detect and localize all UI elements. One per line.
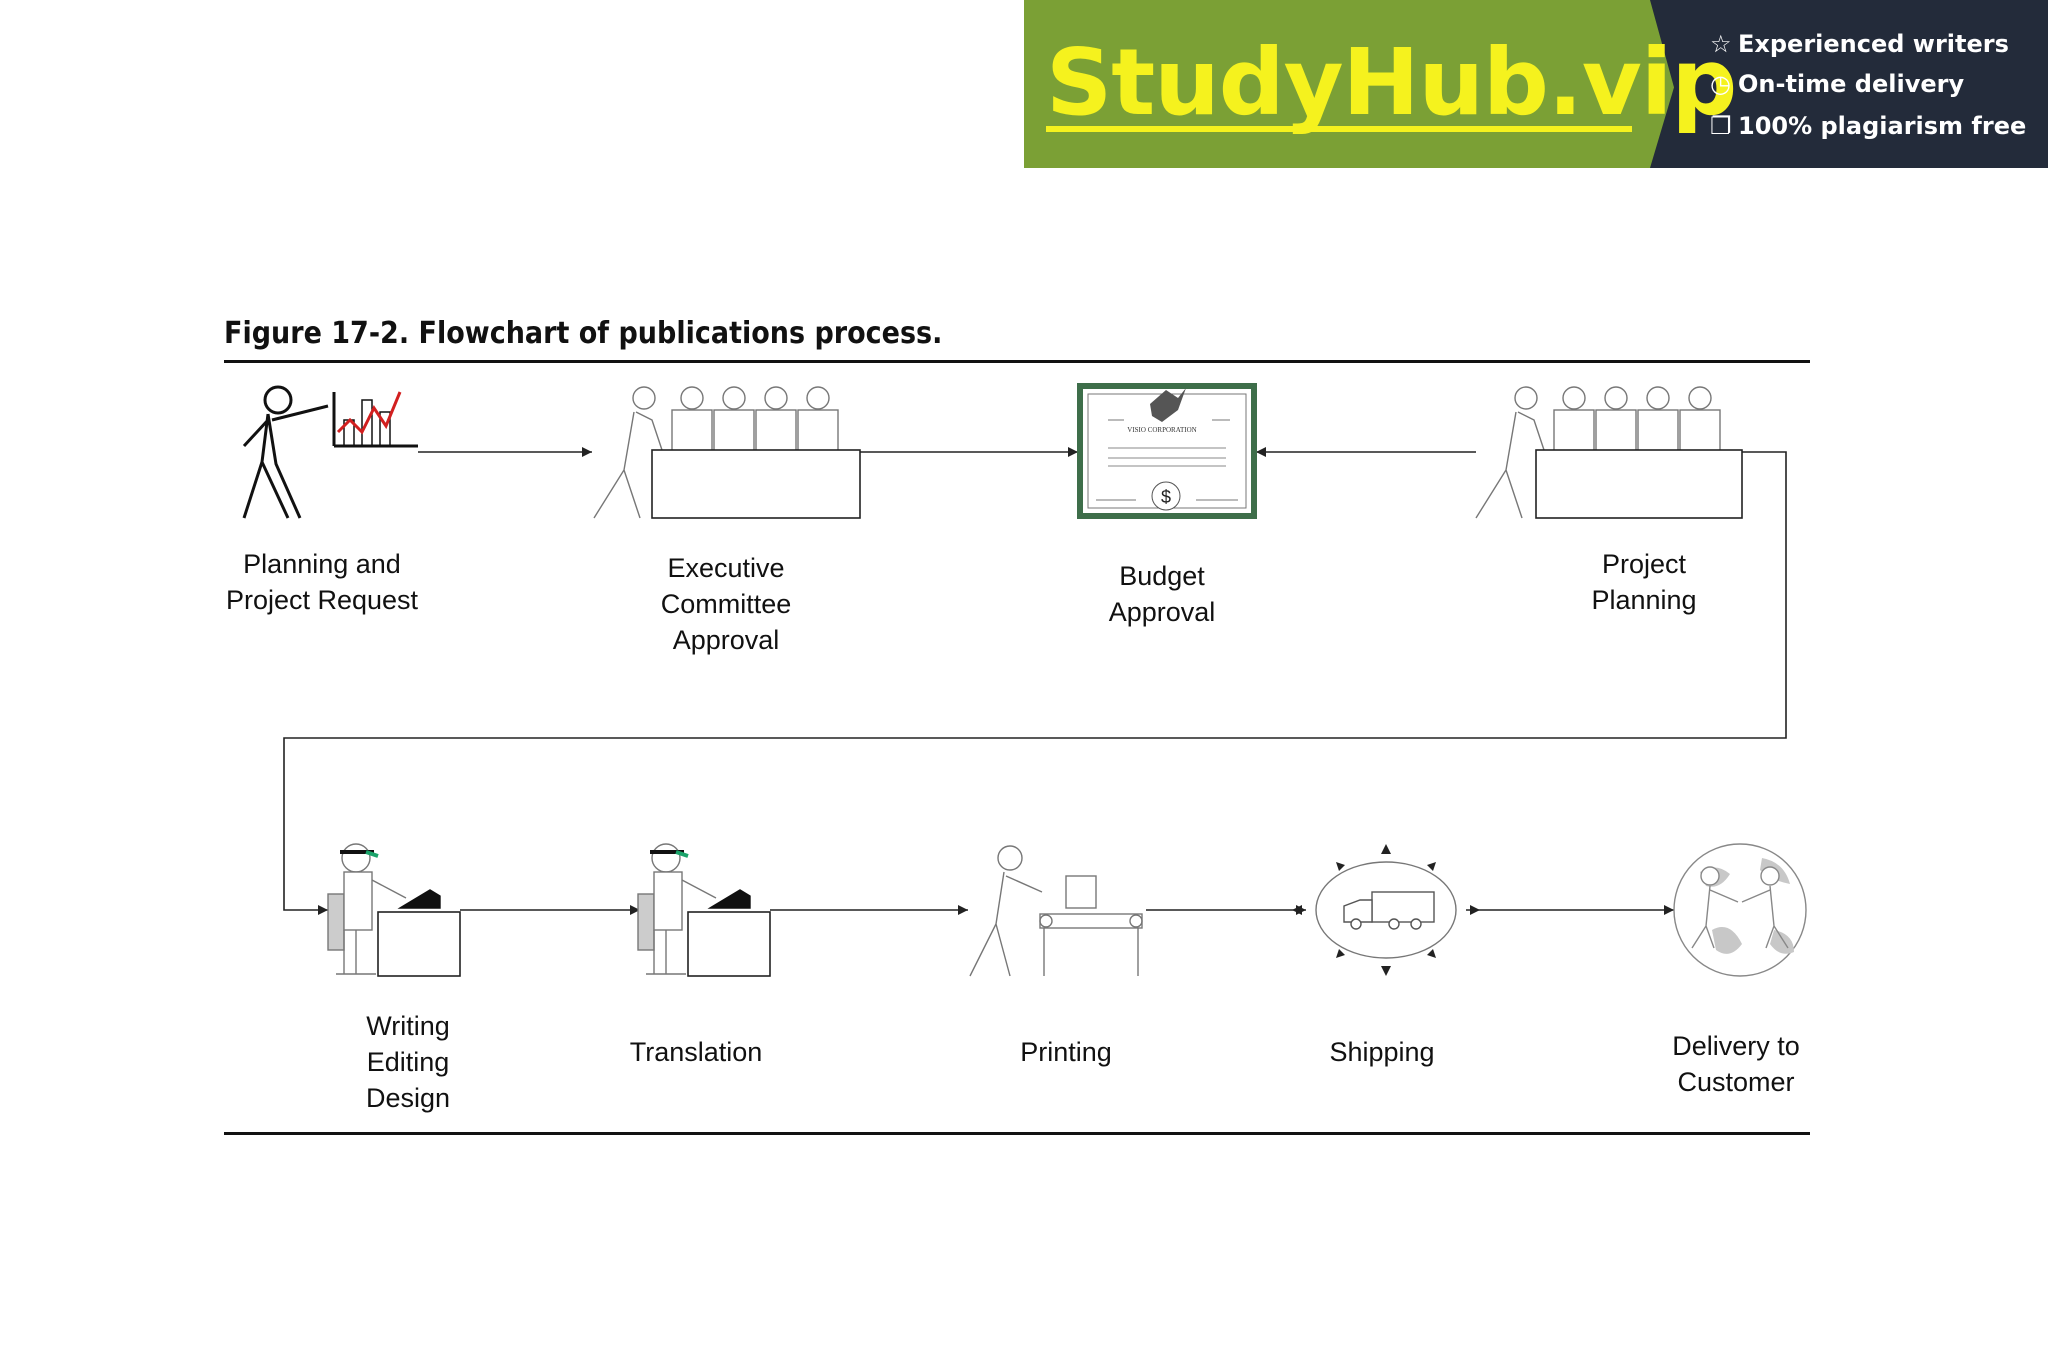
certificate-company-text: VISIO CORPORATION [1127,426,1196,434]
label-line: Committee [660,589,792,619]
label-line: Budget [1119,561,1205,591]
top-rule [224,360,1810,363]
globe-handshake-icon [1673,843,1807,977]
writer-desk-icon [327,843,461,977]
figure-caption: Figure 17-2. Flowchart of publications p… [224,316,943,351]
label-line: Editing [366,1047,450,1077]
label-line: Printing [1020,1037,1112,1067]
connectors [283,447,1787,915]
label-line: Planning [1591,585,1697,615]
step-label-planning-request: Planning and Project Request [212,546,432,618]
feature-text: Experienced writers [1738,30,2009,58]
feature-experienced-writers: ☆Experienced writers [1710,26,2009,62]
label-line: Shipping [1329,1037,1435,1067]
step-label-delivery: Delivery to Customer [1636,1028,1836,1100]
feature-text: 100% plagiarism free [1738,112,2027,140]
certificate-symbol: $ [1161,487,1171,507]
connector-project-to-writing [283,451,1787,915]
certificate-icon: VISIO CORPORATION $ [1077,383,1257,519]
presenter-chart-icon [242,385,418,519]
label-line: Writing [366,1011,450,1041]
truck-globe-icon [1292,844,1480,976]
committee-table-icon [593,386,861,519]
step-label-printing: Printing [976,1034,1156,1070]
label-line: Planning and [243,549,401,579]
label-line: Project [1601,549,1687,579]
brand-logo-text[interactable]: StudyHub.vip [1046,29,1737,136]
step-label-writing-editing-design: Writing Editing Design [328,1008,488,1116]
document-check-icon: ❐ [1710,112,1732,140]
label-line: Approval [1108,597,1216,627]
clock-icon: ◷ [1710,70,1731,98]
label-line: Executive [667,553,785,583]
star-icon: ☆ [1710,30,1732,58]
feature-plagiarism-free: ❐100% plagiarism free [1710,108,2026,144]
feature-on-time-delivery: ◷On-time delivery [1710,66,1964,102]
label-line: Project Request [225,585,419,615]
brand-underline [1046,126,1632,132]
label-line: Approval [672,625,780,655]
committee-table-icon [1475,386,1743,519]
step-label-project-planning: Project Planning [1544,546,1744,618]
writer-desk-icon [637,843,771,977]
printing-press-icon [969,845,1143,977]
ad-banner-features-panel [1650,0,2048,168]
label-line: Customer [1677,1067,1795,1097]
step-label-shipping: Shipping [1292,1034,1472,1070]
label-line: Delivery to [1672,1031,1800,1061]
step-label-executive-committee: Executive Committee Approval [626,550,826,658]
label-line: Design [365,1083,451,1113]
step-label-translation: Translation [606,1034,786,1070]
step-label-budget-approval: Budget Approval [1062,558,1262,630]
bottom-rule [224,1132,1810,1135]
feature-text: On-time delivery [1738,70,1965,98]
label-line: Translation [629,1037,763,1067]
